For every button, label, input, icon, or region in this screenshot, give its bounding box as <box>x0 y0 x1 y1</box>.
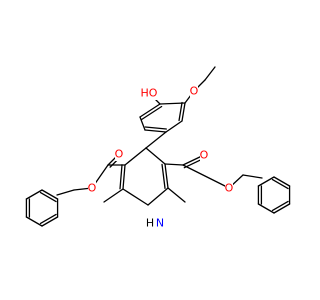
bonds <box>25 66 291 227</box>
bond-c5-c6 <box>164 163 169 189</box>
atom-labels: HO O O O O O NH <box>88 84 234 230</box>
double-bond-ca2-ca3 <box>178 101 183 122</box>
atom-label-o_ester_right: O <box>225 182 234 195</box>
bond-ce1-ce2 <box>204 66 216 81</box>
double-bond-c5-c6 <box>161 163 166 190</box>
atom-label-o_carbonyl_right: O <box>200 149 209 162</box>
bond-c5-cr <box>164 163 184 166</box>
bond-c6-n <box>147 187 169 206</box>
benzyl-ring-left-double-4 <box>39 191 57 203</box>
benzyl-ring-right-bond-0 <box>273 203 291 214</box>
bond-chr-br1 <box>242 174 263 179</box>
bond-ca5-ca6 <box>139 116 146 131</box>
label-bg-h <box>146 216 154 230</box>
benzyl-ring-left-double-0 <box>39 213 57 225</box>
atom-label-o_ester_left: O <box>88 182 97 195</box>
atom-label-nh: N <box>156 217 164 230</box>
atom-label-h: H <box>146 217 154 230</box>
double-bond-c3-c2 <box>119 164 123 190</box>
benzyl-ring-right-double-4 <box>271 178 289 190</box>
benzyl-ring-right-bond-4 <box>273 176 291 187</box>
benzyl-ring-right-bond-3 <box>257 176 275 187</box>
bond-c2-n <box>122 188 149 206</box>
label-bg-nh <box>156 216 164 230</box>
benzyl-ring-left-bond-0 <box>41 216 59 227</box>
atom-label-o_ether: O <box>190 85 199 98</box>
bond-ca6-ca1 <box>139 103 161 118</box>
label-bg-o_carbonyl_right <box>200 148 208 162</box>
bond-c4-c5 <box>145 147 166 165</box>
label-bg-ho <box>141 86 157 100</box>
bond-c3-c2 <box>122 164 126 190</box>
bond-ca1-ca2 <box>159 102 186 105</box>
bond-cr-oer <box>182 164 230 189</box>
bond-chl-bl1 <box>56 189 75 196</box>
bond-ca3-ca4 <box>165 120 183 133</box>
benzyl-ring-left-bond-4 <box>41 189 59 200</box>
benzyl-ring-right-bond-1 <box>257 203 275 214</box>
benzyl-ring-right-double-0 <box>271 200 289 212</box>
bond-c4-c3 <box>124 147 147 166</box>
bond-ca4-ca5 <box>144 129 167 133</box>
atom-label-ho: HO <box>141 87 158 100</box>
double-bond-ca4-ca5 <box>144 126 167 130</box>
label-bg-o_carbonyl_left <box>115 147 123 161</box>
label-bg-o_ester_left <box>88 181 96 195</box>
double-bond-ca6-ca1 <box>140 105 163 121</box>
benzyl-ring-left-bond-1 <box>25 216 43 227</box>
molecule-structure: HO O O O O O NH <box>25 66 291 230</box>
label-bg-o_ester_right <box>225 181 233 195</box>
label-bg-o_ether <box>190 84 198 98</box>
atom-label-o_carbonyl_left: O <box>115 148 124 161</box>
benzyl-ring-left-bond-3 <box>25 189 43 200</box>
bond-c2-m2 <box>103 188 124 203</box>
bond-c6-m6 <box>167 187 186 203</box>
bond-ca4-c4 <box>145 131 167 149</box>
bond-ca2-ca3 <box>181 102 186 122</box>
